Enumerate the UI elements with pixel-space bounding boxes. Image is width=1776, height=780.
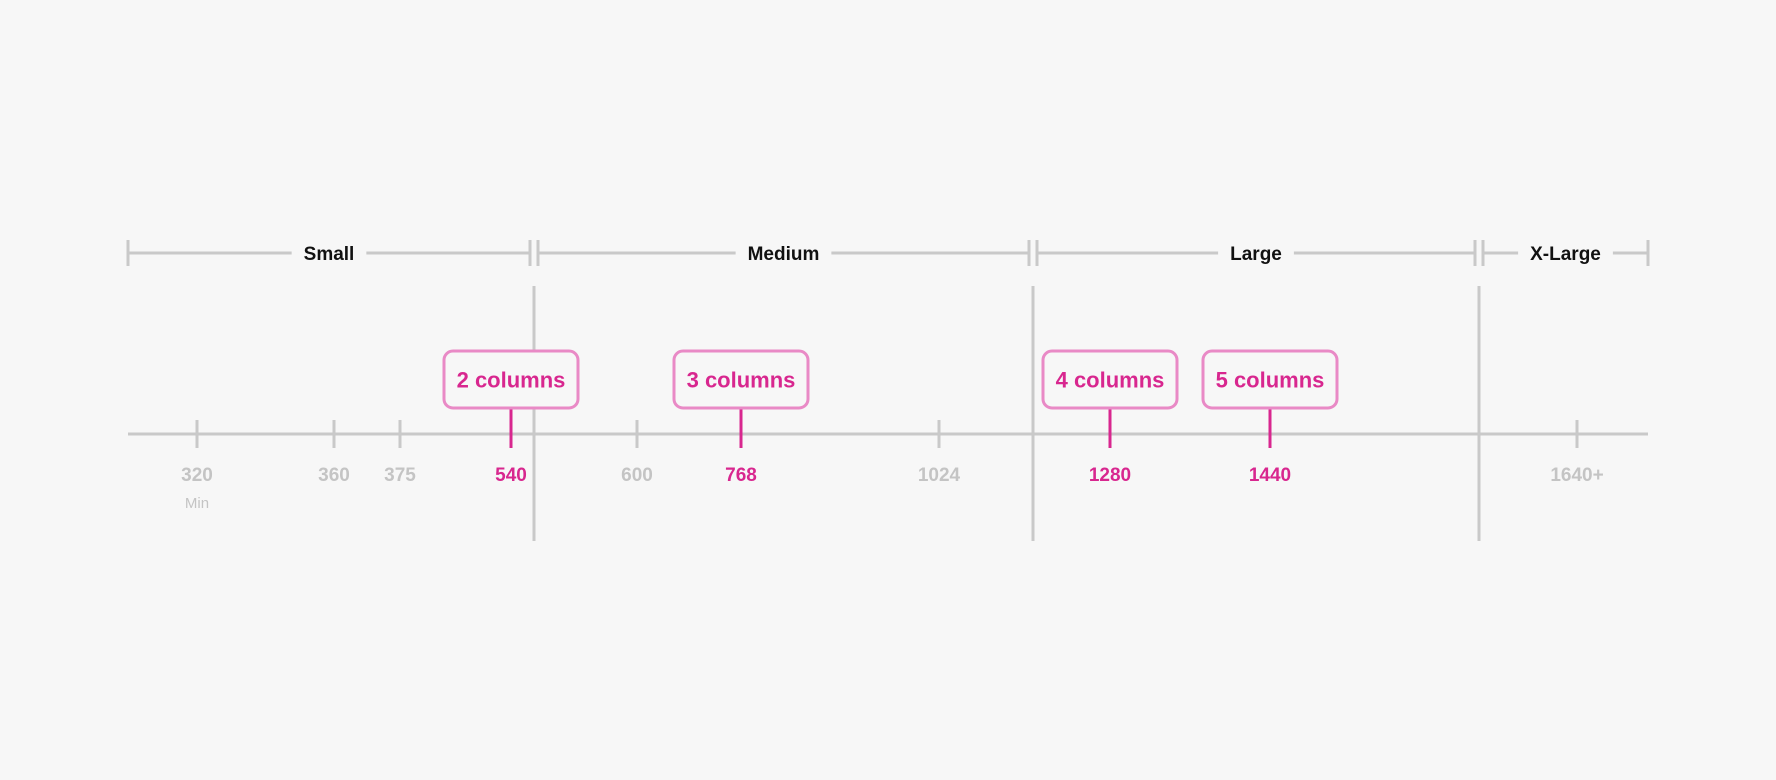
- range-label-gap-medium: [735, 239, 832, 267]
- range-label-medium: Medium: [748, 244, 820, 265]
- tick-label-1280: 1280: [1089, 465, 1131, 486]
- tick-label-600: 600: [621, 465, 653, 486]
- tick-label-768: 768: [725, 465, 757, 486]
- tick-label-1024: 1024: [918, 465, 961, 486]
- range-label-gap-x-large: [1518, 239, 1613, 267]
- column-callout-768: [672, 349, 810, 410]
- tick-label-1640-plus: 1640+: [1550, 465, 1603, 486]
- range-label-large: Large: [1230, 244, 1282, 265]
- tick-label-1440: 1440: [1249, 465, 1291, 486]
- column-callout-label-1440: 5 columns: [1216, 368, 1325, 393]
- column-callout-label-540: 2 columns: [457, 368, 566, 393]
- column-callout-label-768: 3 columns: [687, 368, 796, 393]
- tick-label-375: 375: [384, 465, 416, 486]
- tick-label-360: 360: [318, 465, 350, 486]
- range-label-x-large: X-Large: [1530, 244, 1601, 265]
- tick-label-540: 540: [495, 465, 527, 486]
- column-callout-1280: [1041, 349, 1179, 410]
- column-callout-label-1280: 4 columns: [1056, 368, 1165, 393]
- range-label-small: Small: [304, 244, 355, 265]
- range-label-gap-small: [291, 239, 367, 267]
- column-callout-540: [442, 349, 580, 410]
- column-callout-1440: [1201, 349, 1339, 410]
- tick-sublabel-320: Min: [185, 495, 209, 512]
- tick-label-320: 320: [181, 465, 213, 486]
- range-label-gap-large: [1218, 239, 1294, 267]
